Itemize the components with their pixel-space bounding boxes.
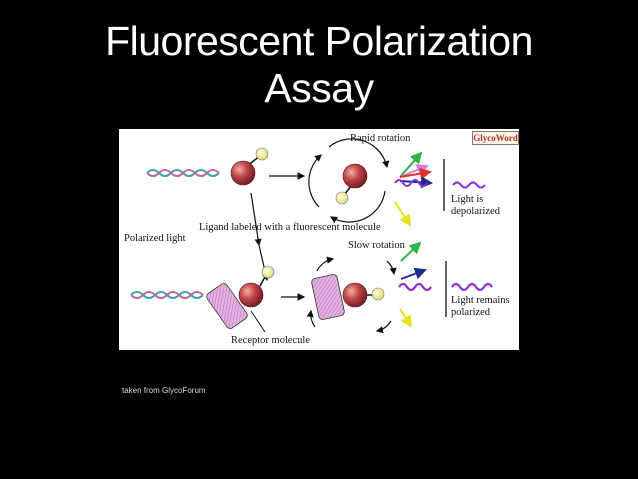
polarized-light-label: Polarized light	[124, 233, 186, 244]
free-ligand-top	[230, 147, 269, 186]
rapid-rotation-cycle	[308, 138, 390, 224]
light-depolarized-label-1: Light is	[451, 194, 484, 205]
light-depolarized-label-2: depolarized	[451, 206, 500, 217]
light-polarized-label-2: polarized	[451, 307, 491, 318]
title-line-2: Assay	[264, 65, 374, 111]
ligand-label: Ligand labeled with a fluorescent molecu…	[199, 222, 381, 233]
polarized-emission-arrows	[398, 241, 432, 328]
emitted-wave-top	[452, 181, 486, 189]
glycoword-logo: GlycoWord	[472, 131, 519, 145]
slide-title: Fluorescent Polarization Assay	[0, 18, 638, 112]
arrow-ligand-to-label	[250, 192, 262, 247]
depolarized-emission-arrows	[394, 151, 433, 227]
receptor-ligand-complex	[206, 265, 275, 329]
receptor-pointer	[250, 310, 266, 333]
rapid-rotation-label: Rapid rotation	[350, 133, 411, 144]
light-polarized-label-1: Light remains	[451, 295, 510, 306]
source-caption: taken from GlycoForum	[122, 386, 206, 395]
polarized-light-beam-bottom	[130, 291, 204, 299]
polarized-light-beam-top	[146, 169, 220, 177]
assay-diagram: GlycoWord Rapid rotation Light is depola…	[119, 129, 519, 350]
title-line-1: Fluorescent Polarization	[105, 18, 533, 64]
slow-rotation-label: Slow rotation	[348, 240, 405, 251]
emitted-wave-bottom	[451, 282, 493, 292]
receptor-label: Receptor molecule	[231, 335, 311, 346]
slow-rotation-cycle	[306, 256, 397, 334]
